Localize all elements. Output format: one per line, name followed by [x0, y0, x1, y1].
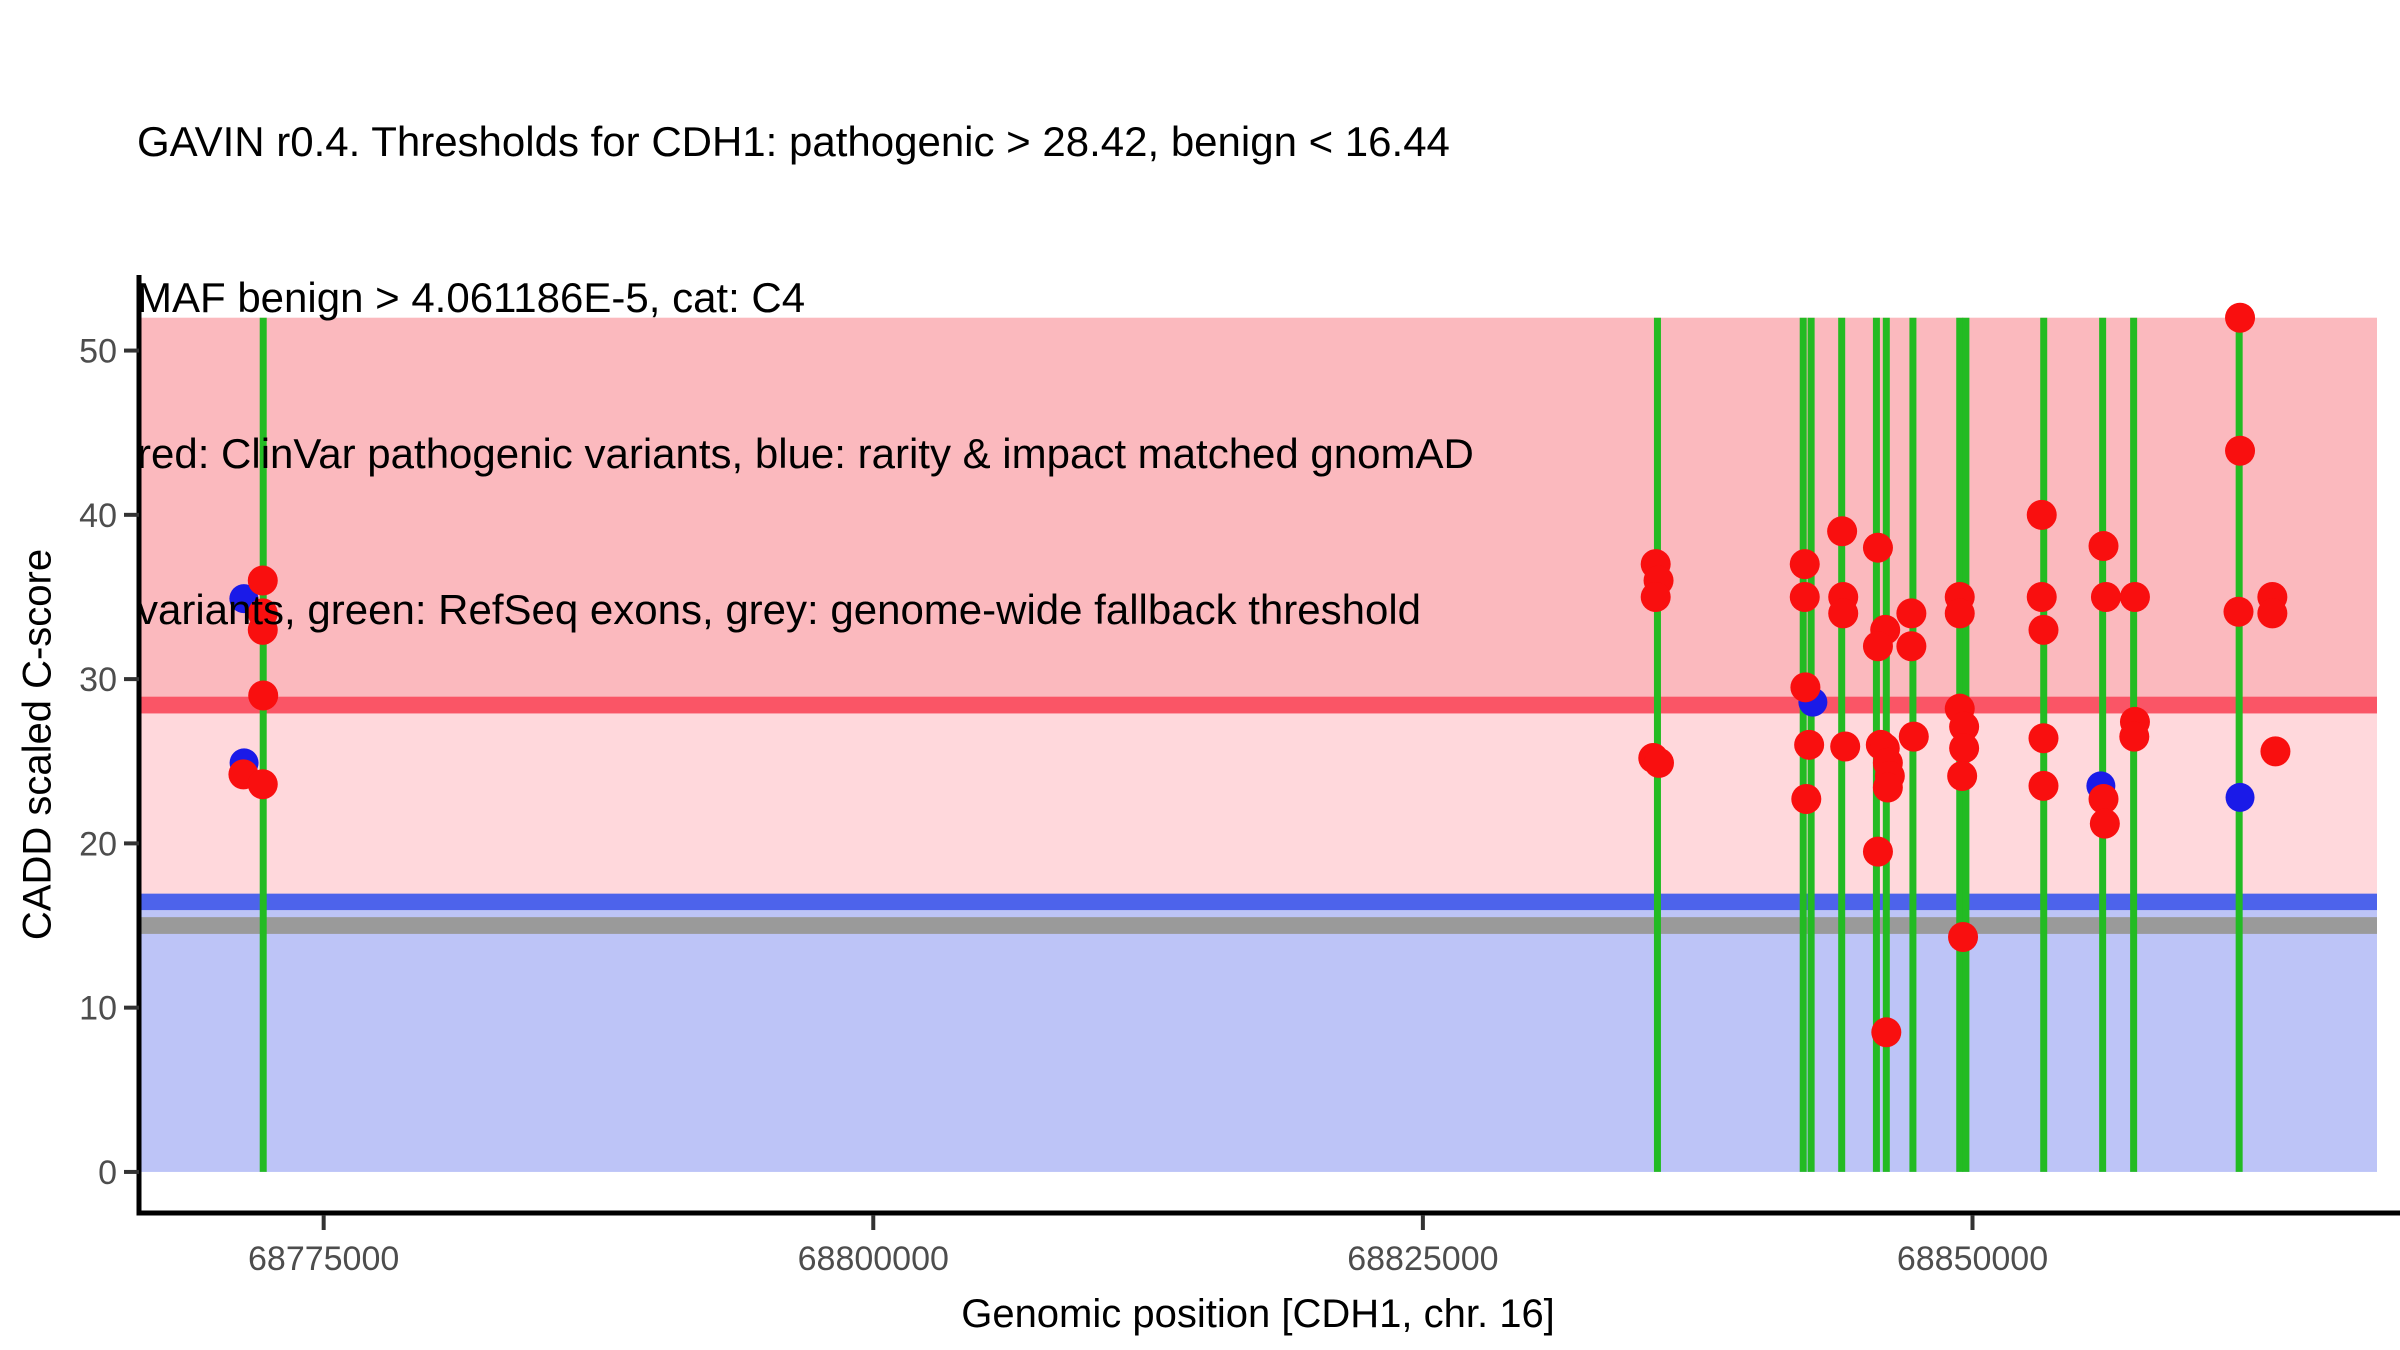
variant-point-clinvar-red	[2119, 721, 2150, 752]
variant-point-clinvar-red	[1947, 761, 1978, 792]
variant-point-clinvar-red	[1828, 598, 1859, 629]
variant-point-clinvar-red	[2088, 784, 2119, 815]
variant-point-clinvar-red	[1789, 581, 1820, 612]
variant-point-clinvar-red	[2257, 598, 2288, 629]
variant-point-clinvar-red	[248, 680, 279, 711]
y-tick-label: 30	[79, 661, 117, 699]
y-tick-label: 40	[79, 497, 117, 535]
variant-point-clinvar-red	[247, 614, 278, 645]
variant-point-clinvar-red	[1794, 729, 1825, 760]
variant-point-clinvar-red	[1862, 631, 1893, 662]
variant-point-clinvar-red	[1790, 672, 1821, 703]
variant-point-clinvar-red	[1862, 836, 1893, 867]
variant-point-clinvar-red	[1789, 549, 1820, 580]
variant-point-clinvar-red	[2028, 723, 2059, 754]
variant-point-clinvar-red	[2089, 808, 2120, 839]
variant-point-clinvar-red	[2028, 770, 2059, 801]
variant-point-clinvar-red	[1643, 747, 1674, 778]
variant-point-clinvar-red	[1944, 598, 1975, 629]
variant-point-clinvar-red	[1862, 532, 1893, 563]
variant-point-clinvar-red	[2028, 614, 2059, 645]
variant-point-clinvar-red	[2090, 581, 2121, 612]
variant-point-clinvar-red	[1791, 784, 1822, 815]
benign-region-band	[141, 901, 2377, 1172]
variant-point-clinvar-red	[1871, 1017, 1902, 1048]
y-tick-label: 10	[79, 990, 117, 1028]
plot-title-line-1: GAVIN r0.4. Thresholds for CDH1: pathoge…	[137, 118, 1450, 165]
variant-point-clinvar-red	[1872, 772, 1903, 803]
variant-point-clinvar-red	[247, 565, 278, 596]
x-tick-label: 68800000	[798, 1240, 949, 1278]
y-tick-label: 50	[79, 333, 117, 371]
genome-wide-fallback-threshold-line	[141, 917, 2377, 934]
variant-point-gnomad-blue	[2225, 782, 2255, 812]
plot-title: GAVIN r0.4. Thresholds for CDH1: pathoge…	[137, 12, 1474, 740]
variant-point-clinvar-red	[2026, 581, 2057, 612]
x-tick-label: 68850000	[1897, 1240, 2048, 1278]
variant-point-clinvar-red	[1830, 731, 1861, 762]
variant-point-clinvar-red	[1949, 711, 1980, 742]
variant-point-clinvar-red	[1827, 516, 1858, 547]
variant-point-clinvar-red	[2225, 435, 2256, 466]
variant-point-clinvar-red	[1898, 721, 1929, 752]
y-tick-label: 20	[79, 825, 117, 863]
x-axis-title: Genomic position [CDH1, chr. 16]	[961, 1292, 1555, 1336]
variant-point-clinvar-red	[1896, 631, 1927, 662]
variant-point-clinvar-red	[2223, 596, 2254, 627]
variant-point-clinvar-red	[2026, 499, 2057, 530]
plot-title-line-4: variants, green: RefSeq exons, grey: gen…	[137, 586, 1422, 633]
y-tick-label: 0	[98, 1154, 117, 1192]
x-tick-label: 68775000	[248, 1240, 399, 1278]
variant-point-clinvar-red	[247, 769, 278, 800]
variant-point-clinvar-red	[2088, 531, 2119, 562]
plot-title-line-2: MAF benign > 4.061186E-5, cat: C4	[137, 274, 806, 321]
variant-point-clinvar-red	[1949, 733, 1980, 764]
plot-title-line-3: red: ClinVar pathogenic variants, blue: …	[137, 430, 1474, 477]
benign-threshold-line	[141, 893, 2377, 911]
variant-point-clinvar-red	[2119, 581, 2150, 612]
pathogenic-region-band	[141, 317, 2377, 706]
x-tick-label: 68825000	[1347, 1240, 1498, 1278]
variant-point-clinvar-red	[1948, 922, 1979, 953]
y-axis-title: CADD scaled C-score	[15, 548, 60, 941]
variant-point-clinvar-red	[1896, 598, 1927, 629]
variant-point-clinvar-red	[2225, 302, 2256, 333]
variant-point-clinvar-red	[1640, 581, 1671, 612]
variant-point-clinvar-red	[2260, 736, 2291, 767]
intermediate-region-band	[141, 705, 2377, 902]
